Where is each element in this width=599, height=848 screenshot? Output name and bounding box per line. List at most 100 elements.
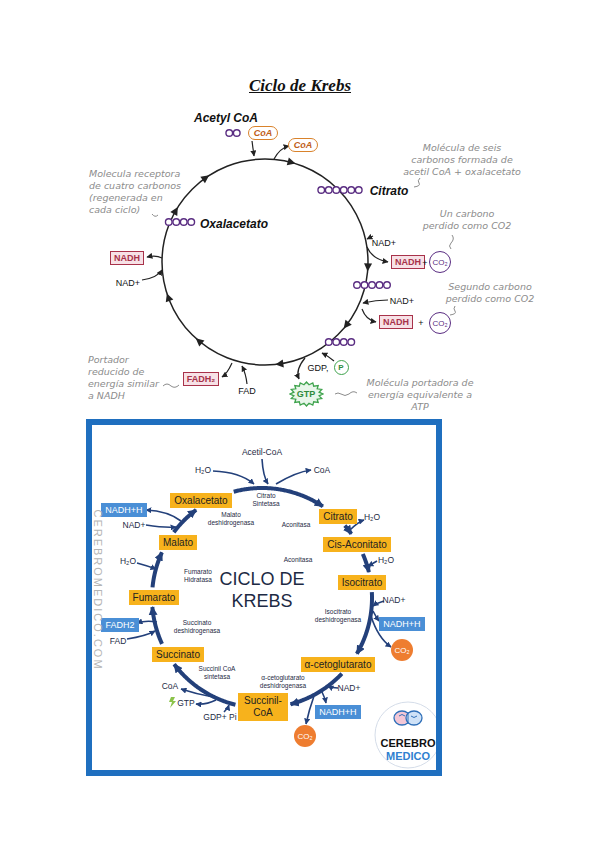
gtp-burst: GTP bbox=[289, 381, 324, 407]
carbon-bead bbox=[376, 282, 383, 289]
metabolite-box: Succinil-CoA bbox=[238, 693, 288, 721]
carbon-bead bbox=[384, 282, 391, 289]
metabolite-box: Isocitrato bbox=[338, 575, 387, 590]
cycle-arrow bbox=[363, 554, 369, 572]
label: CoA bbox=[314, 465, 331, 475]
node-text: CO₂ bbox=[394, 646, 409, 655]
carbon-bead bbox=[180, 219, 187, 226]
node-text: CoA bbox=[294, 140, 313, 150]
label: + bbox=[418, 318, 423, 328]
metabolite-box: α-cetoglutarato bbox=[301, 657, 376, 672]
carbon-bead bbox=[340, 187, 347, 194]
nadh-box: NADH bbox=[391, 255, 425, 269]
carbon-bead bbox=[165, 219, 172, 226]
node-text: CO₂ bbox=[297, 732, 312, 741]
metabolite-box: Malato bbox=[159, 535, 197, 550]
carbon-bead bbox=[188, 219, 195, 226]
metabolite-box: Citrato bbox=[319, 509, 356, 524]
annotation: Molécula portadora de energía equivalent… bbox=[360, 377, 480, 413]
annotation: Molecula receptora de cuatro carbonos (r… bbox=[89, 168, 181, 216]
carbon-bead bbox=[348, 187, 355, 194]
fadh2-box: FADH₂ bbox=[183, 372, 220, 386]
node-text: α-cetoglutarato bbox=[305, 659, 372, 670]
metabolite-box: Cis-Aconitato bbox=[323, 537, 390, 552]
logo bbox=[375, 702, 441, 768]
carbon-bead bbox=[325, 187, 332, 194]
node-text: Oxalacetato bbox=[174, 495, 227, 506]
node-text: FADH2 bbox=[105, 620, 134, 630]
co2-circle: CO₂ bbox=[391, 639, 413, 661]
ring-arrowhead bbox=[193, 335, 204, 346]
node-text: Succinil-CoA bbox=[242, 695, 284, 719]
ring-arrowhead bbox=[163, 292, 173, 302]
enzyme-label: Isocitrato deshidrogenasa bbox=[313, 608, 363, 624]
node-text: Malato bbox=[163, 537, 193, 548]
label: H₂O bbox=[378, 555, 394, 565]
carbon-bead bbox=[369, 282, 376, 289]
label: H₂O bbox=[195, 465, 211, 475]
label: NAD+ bbox=[116, 278, 140, 288]
label: NAD+ bbox=[338, 683, 361, 693]
carbon-bead bbox=[340, 339, 347, 346]
enzyme-label: Aconitasa bbox=[284, 556, 313, 564]
metabolite-box: Oxalacetato bbox=[170, 493, 231, 508]
krebs-ring bbox=[162, 130, 390, 369]
label: + bbox=[422, 258, 427, 268]
node-text: P bbox=[338, 363, 343, 372]
carbon-bead bbox=[333, 187, 340, 194]
enzyme-label: Aconitasa bbox=[282, 521, 311, 529]
coa-pill: CoA bbox=[248, 126, 279, 140]
node-text: FADH₂ bbox=[187, 374, 216, 384]
watermark: CEREBROMEDICO.COM bbox=[92, 509, 104, 670]
ring-arrowhead bbox=[170, 205, 181, 216]
logo-text: MEDICO bbox=[386, 750, 430, 762]
annotation: Segundo carbono perdido como CO2 bbox=[443, 281, 538, 305]
co2-circle: CO₂ bbox=[429, 312, 451, 334]
ring-arrowhead bbox=[200, 172, 211, 183]
carbon-bead bbox=[173, 219, 180, 226]
node-text: CO₂ bbox=[432, 258, 447, 267]
node-text: Citrato bbox=[323, 511, 352, 522]
carbon-bead bbox=[333, 339, 340, 346]
co2-circle: CO₂ bbox=[294, 725, 316, 747]
node-text: Isocitrato bbox=[342, 577, 383, 588]
metabolite-box: Fumarato bbox=[129, 590, 180, 605]
carbon-bead bbox=[354, 282, 361, 289]
label: Citrato bbox=[370, 184, 409, 198]
label: Acetyl CoA bbox=[194, 111, 258, 125]
carbon-bead bbox=[226, 130, 233, 137]
diagram-title: CICLO DE KREBS bbox=[202, 568, 322, 612]
carbon-bead bbox=[318, 187, 325, 194]
node-text: GTP bbox=[296, 389, 317, 399]
node-text: CO₂ bbox=[432, 319, 447, 328]
cycle-arrow bbox=[153, 552, 162, 587]
page-title: Ciclo de Krebs bbox=[249, 76, 351, 96]
co2-circle: CO₂ bbox=[429, 251, 451, 273]
node-text: Fumarato bbox=[133, 592, 176, 603]
node-text: NADH+H bbox=[105, 505, 142, 515]
energy-bolt bbox=[169, 697, 176, 708]
node-text: NADH bbox=[383, 317, 409, 327]
logo-text: CEREBRO bbox=[380, 737, 435, 749]
carbon-bead bbox=[348, 339, 355, 346]
annotation: Molécula de seis carbonos formada de ace… bbox=[400, 142, 525, 178]
enzyme-label: Malato deshidrogenasa bbox=[206, 511, 256, 527]
side-arrows bbox=[127, 459, 391, 724]
fadh2-box: FADH2 bbox=[101, 618, 138, 632]
coa-pill: CoA bbox=[288, 138, 319, 152]
node-text: NADH+H bbox=[383, 619, 420, 629]
label: H₂O bbox=[364, 512, 380, 522]
node-text: NADH bbox=[395, 257, 421, 267]
enzyme-label: Citrato Sintetasa bbox=[248, 492, 284, 508]
node-text: NADH bbox=[114, 253, 140, 263]
node-text: Succinato bbox=[156, 649, 200, 660]
label: NAD+ bbox=[123, 520, 146, 530]
label: GDP+ Pi bbox=[203, 712, 236, 722]
carbon-bead bbox=[233, 130, 240, 137]
enzyme-label: α-cetoglutarato deshidrogenasa bbox=[257, 674, 309, 690]
ring-arrowhead bbox=[364, 263, 372, 271]
cycle-arrow bbox=[345, 526, 352, 534]
ring-line bbox=[162, 159, 368, 365]
carbon-bead bbox=[361, 282, 368, 289]
